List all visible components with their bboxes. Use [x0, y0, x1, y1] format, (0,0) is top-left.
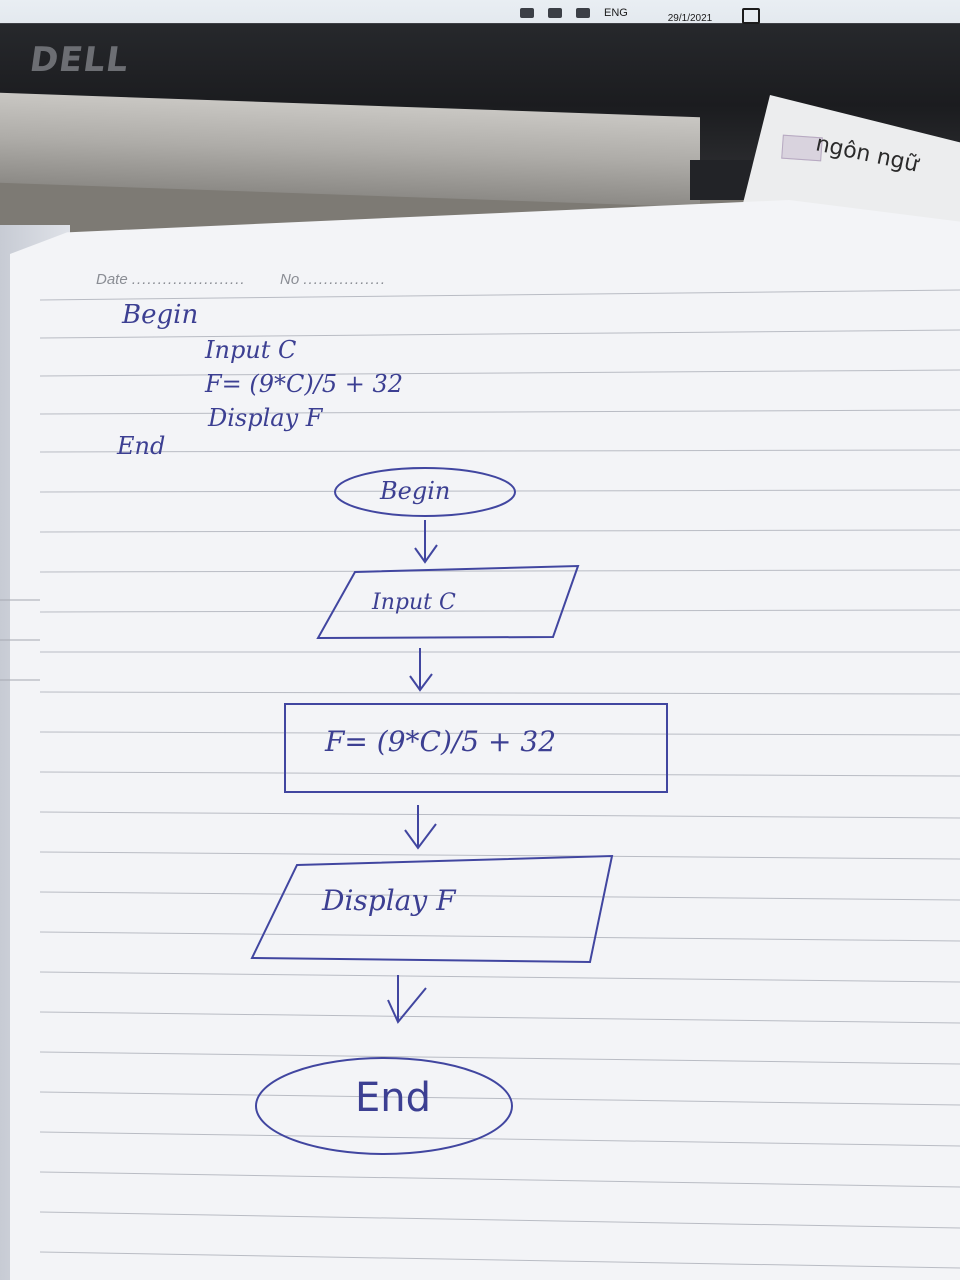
flowchart-output-label: Display F [322, 884, 456, 917]
flowchart-start-terminal [334, 467, 516, 517]
notebook-page [10, 200, 960, 1280]
flowchart-input-parallelogram [316, 564, 580, 640]
flowchart-output-parallelogram [250, 854, 614, 964]
pseudocode-display: Display F [208, 404, 323, 432]
tray-app-icon [520, 8, 534, 18]
date-field: Date ...................... [96, 271, 246, 288]
tray-wifi-icon [576, 8, 590, 18]
arrow-down-icon [404, 805, 437, 850]
flowchart-end-label: End [355, 1075, 432, 1121]
system-tray: ENG [520, 0, 628, 26]
flowchart-process-label: F= (9*C)/5 + 32 [325, 725, 557, 758]
flowchart-end-terminal [255, 1057, 513, 1155]
pseudocode-end: End [117, 432, 166, 460]
tray-volume-icon [548, 8, 562, 18]
flowchart-start-label: Begin [380, 477, 451, 505]
clock-date: 29/1/2021 [667, 13, 713, 24]
flowchart-process-box [284, 703, 668, 793]
clock: 29/1/2021 [655, 0, 725, 32]
date-label: Date [96, 271, 128, 288]
pseudocode-input: Input C [205, 336, 297, 364]
notification-icon [742, 8, 760, 24]
taskbar [0, 0, 960, 24]
arrow-down-icon [414, 520, 438, 564]
language-indicator: ENG [604, 7, 628, 19]
date-dots: ...................... [131, 271, 246, 288]
pseudocode-formula: F= (9*C)/5 + 32 [205, 370, 404, 398]
pseudocode-begin: Begin [122, 300, 199, 330]
number-field: No ................ [280, 271, 386, 288]
number-dots: ................ [303, 271, 387, 288]
arrow-down-icon [387, 975, 427, 1024]
number-label: No [280, 271, 300, 288]
flowchart-input-label: Input C [372, 590, 456, 615]
arrow-down-icon [409, 648, 433, 692]
